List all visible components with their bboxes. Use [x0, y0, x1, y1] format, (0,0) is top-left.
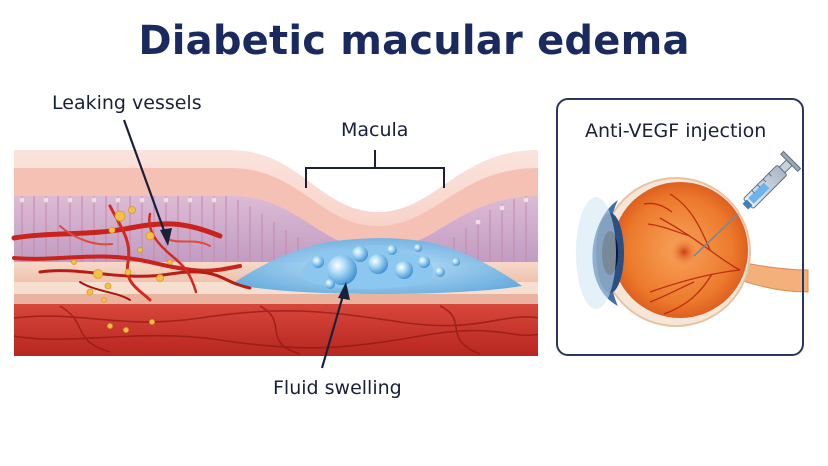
fluid-pocket	[232, 238, 522, 294]
choroid-vessels	[14, 305, 538, 355]
macula-bracket	[305, 150, 445, 188]
fluid-swelling-label: Fluid swelling	[273, 377, 402, 399]
syringe-icon	[693, 150, 802, 257]
eye-icon	[576, 177, 809, 327]
exudate-drops	[71, 206, 173, 333]
anti-vegf-panel	[556, 98, 804, 356]
arrow-icon	[122, 119, 172, 246]
macula-label: Macula	[341, 119, 409, 141]
page-title: Diabetic macular edema	[138, 18, 690, 64]
arrow-icon	[320, 282, 350, 369]
leaking-vessels	[11, 204, 252, 302]
leaking-vessels-label: Leaking vessels	[52, 92, 202, 114]
anti-vegf-label: Anti-VEGF injection	[585, 120, 767, 142]
retina-tissue	[14, 150, 538, 356]
